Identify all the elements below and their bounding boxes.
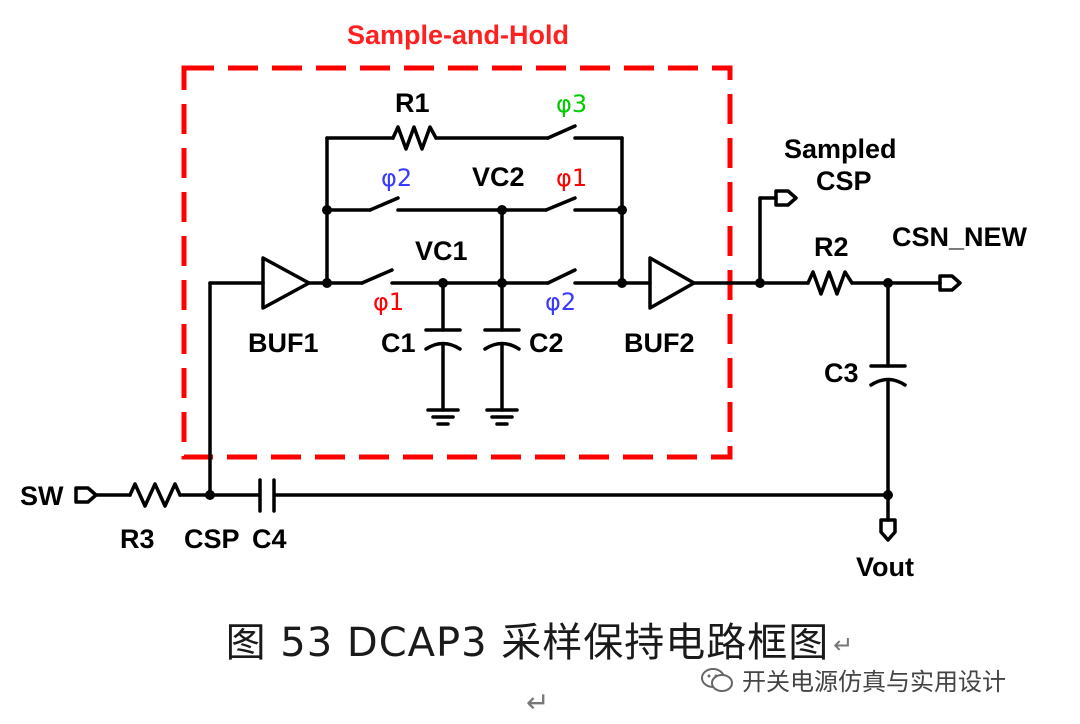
csn-new-label: CSN_NEW	[892, 222, 1028, 252]
junction-dots	[205, 205, 893, 500]
sampled-label-line1: Sampled	[784, 134, 897, 164]
buf1-label: BUF1	[248, 328, 319, 358]
switch-phi3	[546, 124, 577, 140]
r1-label: R1	[395, 88, 430, 118]
r2-label: R2	[814, 232, 849, 262]
wechat-icon	[701, 667, 733, 692]
vout-port	[879, 518, 897, 542]
phi2-low-label: φ2	[545, 288, 576, 316]
switches	[360, 124, 577, 285]
r3-label: R3	[120, 524, 155, 554]
vc2-label: VC2	[472, 162, 525, 192]
c1-label: C1	[381, 328, 416, 358]
vc1-label: VC1	[415, 236, 468, 266]
watermark-text: 开关电源仿真与实用设计	[742, 668, 1006, 696]
csn-new-port	[938, 274, 962, 292]
csp-label: CSP	[184, 524, 240, 554]
c2-label: C2	[529, 328, 564, 358]
sample-and-hold-box	[181, 65, 733, 460]
wires	[94, 125, 942, 522]
c3-label: C3	[824, 358, 859, 388]
switch-phi2-mid	[368, 196, 400, 212]
vout-label: Vout	[856, 552, 914, 582]
capacitors	[424, 328, 907, 387]
sample-and-hold-schematic: Sample-and-Hold	[20, 20, 1028, 582]
phi1-mid-label: φ1	[556, 164, 587, 192]
buf2-triangle	[648, 256, 696, 310]
switch-phi1-low	[360, 268, 394, 285]
phi3-top-label: φ3	[556, 90, 587, 118]
buf1-triangle	[261, 256, 311, 310]
caption-text: 图 53 DCAP3 采样保持电路框图	[225, 620, 830, 666]
switch-phi1-mid	[544, 196, 577, 212]
ports	[74, 189, 962, 542]
figure-caption: 图 53 DCAP3 采样保持电路框图↵	[0, 610, 1080, 668]
paragraph-mark: ↵	[526, 686, 550, 719]
sw-label: SW	[20, 481, 64, 511]
ground-symbols	[426, 408, 519, 426]
return-mark: ↵	[833, 631, 855, 659]
c4-label: C4	[252, 524, 287, 554]
box-title: Sample-and-Hold	[347, 20, 569, 50]
buf2-label: BUF2	[624, 328, 695, 358]
sampled-csp-port	[774, 189, 798, 207]
switch-phi2-low	[546, 268, 577, 285]
phi1-low-label: φ1	[373, 288, 404, 316]
sw-port	[74, 486, 98, 504]
watermark: 开关电源仿真与实用设计	[700, 662, 1006, 697]
phi2-mid-label: φ2	[381, 164, 412, 192]
sampled-label-line2: CSP	[816, 166, 872, 196]
